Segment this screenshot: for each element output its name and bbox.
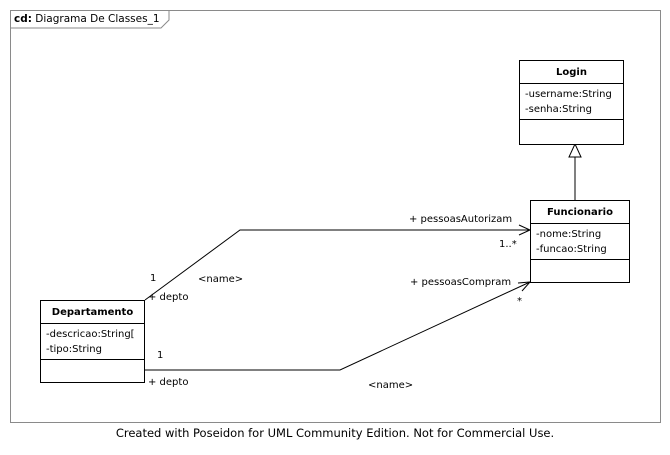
multiplicity-label: * <box>517 296 522 307</box>
footer-notice: Created with Poseidon for UML Community … <box>115 426 555 440</box>
attribute: -tipo:String <box>46 344 102 355</box>
frame-tab-prefix: cd: <box>14 13 32 25</box>
attribute: -nome:String <box>536 229 602 240</box>
role-label: + pessoasCompram <box>410 277 512 288</box>
class-funcionario-attributes: -nome:String -funcao:String <box>531 224 629 260</box>
class-login[interactable]: Login -username:String -senha:String <box>519 60 624 145</box>
multiplicity-label: 1 <box>157 350 164 361</box>
generalization-arrowhead <box>568 142 582 158</box>
class-departamento-attributes: -descricao:String[ -tipo:String <box>41 324 144 360</box>
diagram-frame <box>10 10 661 423</box>
multiplicity-label: 1..* <box>499 239 517 250</box>
frame-tab-title: Diagrama De Classes_1 <box>35 13 160 25</box>
multiplicity-label: 1 <box>150 273 157 284</box>
association-name-label: <name> <box>198 274 244 285</box>
class-departamento-name: Departamento <box>41 301 144 324</box>
frame-tab-outline <box>10 10 170 29</box>
attribute: -descricao:String[ <box>46 329 135 340</box>
association-compram-line[interactable] <box>145 281 531 371</box>
attribute: -senha:String <box>525 104 592 115</box>
class-login-name: Login <box>520 61 623 84</box>
association-autorizam-line[interactable] <box>144 229 530 301</box>
class-funcionario-name: Funcionario <box>531 201 629 224</box>
role-label: + depto <box>148 377 189 388</box>
role-label: + depto <box>148 292 189 303</box>
class-funcionario[interactable]: Funcionario -nome:String -funcao:String <box>530 200 630 283</box>
attribute: -funcao:String <box>536 244 607 255</box>
class-departamento[interactable]: Departamento -descricao:String[ -tipo:St… <box>40 300 145 383</box>
role-label: + pessoasAutorizam <box>409 214 513 225</box>
frame-tab: cd: Diagrama De Classes_1 <box>10 10 174 28</box>
attribute: -username:String <box>525 89 612 100</box>
association-name-label: <name> <box>368 380 414 391</box>
class-login-attributes: -username:String -senha:String <box>520 84 623 120</box>
